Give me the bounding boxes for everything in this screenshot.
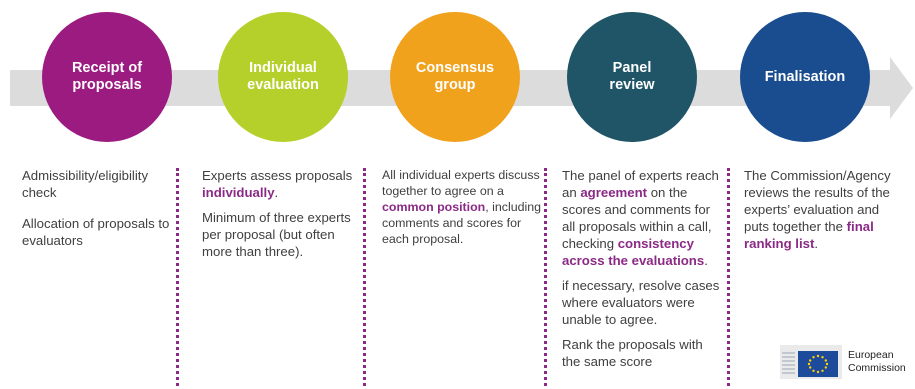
logo-line-1: European (848, 349, 894, 361)
description-consensus-group: All individual experts discuss together … (382, 167, 542, 255)
description-text: The Commission/Agency reviews the result… (744, 168, 891, 251)
stage-receipt-of-proposals: Receipt of proposals (42, 12, 172, 142)
stage-label: Receipt of proposals (71, 60, 143, 93)
logo-line-2: Commission (848, 362, 906, 374)
stage-finalisation: Finalisation (740, 12, 870, 142)
stage-individual-evaluation: Individual evaluation (218, 12, 348, 142)
dotted-separator (727, 168, 730, 386)
highlight-text: agreement (580, 185, 648, 200)
description-text: Allocation of proposals to evaluators (22, 216, 170, 248)
description-text: if necessary, resolve cases where evalua… (562, 278, 720, 327)
description-text: Rank the proposals with the same score (562, 337, 703, 369)
stage-label: Finalisation (764, 68, 846, 85)
eu-flag-icon (780, 345, 842, 379)
european-commission-logo: European Commission (780, 345, 906, 379)
description-finalisation: The Commission/Agency reviews the result… (744, 167, 899, 260)
highlight-text: final ranking list (744, 219, 874, 251)
stage-label: Panel review (609, 60, 655, 93)
stage-consensus-group: Consensus group (390, 12, 520, 142)
stage-label: Individual evaluation (247, 60, 319, 93)
highlight-text: common position (382, 200, 486, 214)
description-text: Admissibility/eligibility check (22, 168, 149, 200)
description-panel-review: The panel of experts reach an agreement … (562, 167, 722, 378)
description-text: All individual experts discuss together … (382, 168, 542, 246)
dotted-separator (363, 168, 366, 386)
dotted-separator (176, 168, 179, 386)
description-text: Minimum of three experts per proposal (b… (202, 210, 351, 259)
description-text: Experts assess proposals individually. (202, 168, 353, 200)
highlight-text: consistency across the evaluations (562, 236, 705, 268)
dotted-separator (544, 168, 547, 386)
description-individual-evaluation: Experts assess proposals individually. M… (202, 167, 357, 268)
description-receipt: Admissibility/eligibility check Allocati… (22, 167, 172, 257)
stage-label: Consensus group (415, 60, 495, 93)
stage-panel-review: Panel review (567, 12, 697, 142)
highlight-text: individually (202, 185, 275, 200)
description-text: The panel of experts reach an agreement … (562, 168, 719, 268)
